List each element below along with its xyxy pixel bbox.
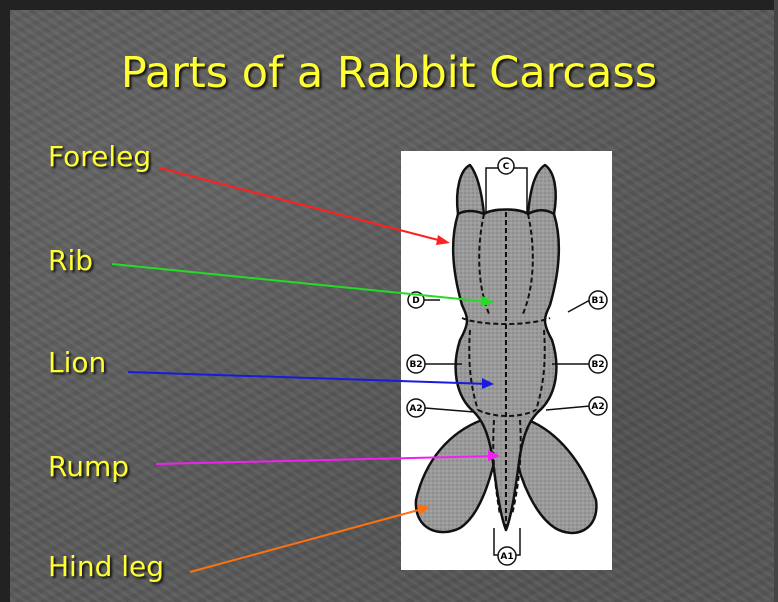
- label-hind-leg: Hind leg: [48, 550, 164, 583]
- label-foreleg: Foreleg: [48, 140, 151, 173]
- label-lion: Lion: [48, 346, 106, 379]
- label-rump: Rump: [48, 450, 129, 483]
- frame-edge-top: [0, 0, 778, 10]
- carcass-diagram-panel: [401, 151, 612, 570]
- label-rib: Rib: [48, 244, 93, 277]
- slide-title: Parts of a Rabbit Carcass: [0, 48, 778, 98]
